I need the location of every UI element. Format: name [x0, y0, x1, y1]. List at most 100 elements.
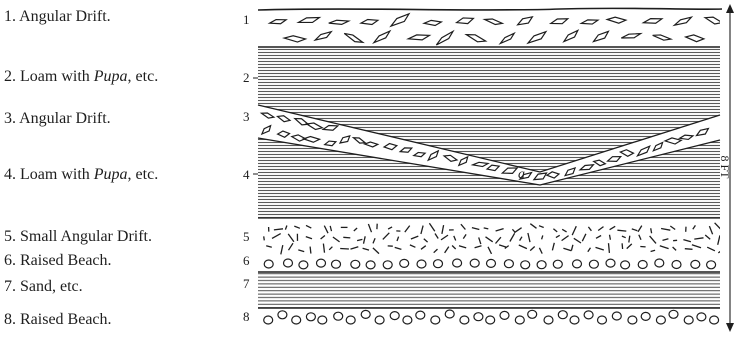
pebble	[684, 316, 693, 324]
pebble	[691, 260, 700, 268]
drift-fragment	[298, 16, 320, 23]
drift-chip	[306, 237, 312, 239]
drift-chip	[441, 235, 448, 240]
drift-chip	[397, 237, 399, 241]
drift-chip	[484, 228, 489, 229]
drift-chip	[622, 236, 626, 238]
drift-chip	[340, 249, 349, 250]
drift-chip	[373, 238, 375, 243]
drift-chip	[542, 235, 543, 239]
drift-chip	[321, 236, 325, 240]
layer-1-angular-drift	[269, 13, 722, 46]
drift-fragment	[269, 19, 286, 25]
drift-chip	[552, 243, 554, 251]
pebble	[589, 260, 598, 268]
drift-fragment	[443, 153, 457, 164]
drift-chip	[651, 228, 652, 233]
drift-fragment	[564, 167, 577, 177]
drift-chip	[639, 235, 641, 240]
drift-chip	[421, 226, 423, 234]
drift-chip	[364, 236, 366, 243]
drift-fragment	[550, 18, 568, 25]
drift-fragment	[364, 141, 378, 148]
drift-chip	[520, 237, 522, 241]
drift-chip	[692, 245, 701, 248]
drift-chip	[479, 237, 481, 244]
drift-chip	[539, 226, 544, 228]
drift-chip	[582, 234, 586, 241]
drift-fragment	[291, 133, 306, 143]
point-label-a: a	[518, 167, 525, 182]
pebble	[264, 260, 273, 268]
pebble	[292, 316, 301, 324]
scale-label: 8 FT	[718, 153, 732, 181]
drift-fragment	[284, 34, 306, 43]
drift-fragment	[424, 20, 441, 26]
drift-chip	[638, 226, 642, 232]
layer-8-raised-beach	[264, 310, 719, 324]
drift-fragment	[487, 165, 499, 171]
drift-fragment	[473, 162, 488, 167]
drift-chip	[609, 243, 610, 253]
drift-chip	[571, 245, 573, 251]
drift-chip	[539, 248, 542, 254]
drift-chip	[598, 227, 603, 231]
drift-fragment	[673, 16, 692, 26]
drift-chip	[528, 233, 530, 242]
drift-fragment	[314, 31, 332, 42]
pebble	[417, 260, 426, 268]
drift-chip	[264, 236, 265, 240]
drift-chip	[383, 233, 390, 240]
pebble	[669, 310, 678, 318]
pebble	[306, 313, 315, 321]
pebble	[515, 316, 524, 324]
drift-chip	[274, 229, 283, 230]
drift-chip	[445, 247, 449, 253]
pebble	[628, 316, 637, 324]
drift-chip	[463, 234, 466, 238]
drift-chip	[588, 227, 591, 231]
pebble	[570, 316, 579, 324]
drift-chip	[442, 225, 444, 234]
drift-chip	[683, 240, 691, 242]
pebble	[655, 259, 664, 267]
drift-chip	[266, 246, 272, 248]
drift-chip	[496, 237, 501, 243]
drift-chip	[294, 226, 300, 228]
drift-fragment	[607, 16, 626, 25]
layer-7-sand	[258, 272, 720, 308]
drift-chip	[617, 230, 626, 231]
drift-fragment	[323, 125, 338, 131]
drift-fragment	[502, 167, 518, 175]
drift-chip	[596, 236, 601, 239]
drift-chip	[475, 246, 482, 248]
pebble	[656, 316, 665, 324]
drift-fragment	[593, 158, 606, 167]
pebble	[544, 316, 553, 324]
drift-chip	[324, 226, 328, 234]
pebble	[383, 261, 392, 269]
pebble	[641, 312, 650, 320]
drift-fragment	[652, 33, 671, 43]
drift-chip	[622, 243, 623, 249]
drift-fragment	[372, 30, 391, 44]
pebble	[334, 312, 343, 320]
pebble	[453, 259, 462, 267]
drift-chip	[627, 244, 632, 249]
pebble	[434, 260, 443, 268]
drift-fragment	[344, 31, 364, 46]
drift-chip	[572, 226, 576, 235]
drift-chip	[563, 248, 571, 251]
drift-chip	[632, 229, 638, 231]
pebble	[638, 261, 647, 269]
pebble	[332, 260, 341, 268]
drift-chip	[363, 248, 369, 250]
drift-chip	[705, 235, 710, 239]
drift-fragment	[457, 156, 470, 167]
drift-fragment	[547, 171, 560, 178]
drift-fragment	[621, 33, 641, 39]
drift-chip	[510, 233, 515, 241]
arrow-up-icon	[726, 4, 734, 13]
pebble	[351, 260, 360, 268]
